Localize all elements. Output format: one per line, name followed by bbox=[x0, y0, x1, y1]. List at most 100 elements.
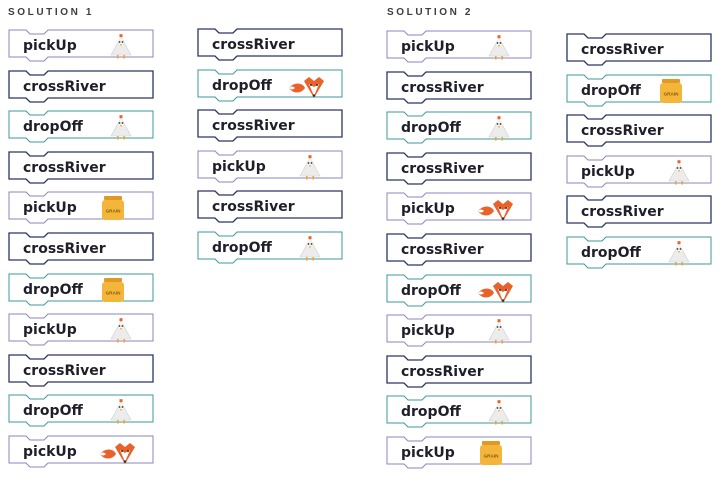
solution-2-column-1: pickUp crossRiver dropOff crossRiver pickUp c… bbox=[386, 30, 532, 477]
block-label: crossRiver bbox=[581, 123, 664, 140]
grain-label: GRAIN bbox=[106, 209, 121, 214]
chicken-cargo bbox=[295, 152, 325, 186]
block-label: crossRiver bbox=[23, 159, 106, 176]
block-dropOff[interactable]: dropOff bbox=[386, 274, 532, 310]
chicken-cargo bbox=[664, 157, 694, 191]
block-crossRiver[interactable]: crossRiver bbox=[386, 70, 532, 107]
block-pickUp[interactable]: pickUp bbox=[197, 150, 343, 186]
chicken-icon bbox=[110, 34, 132, 59]
block-label: dropOff bbox=[23, 119, 83, 136]
block-label: pickUp bbox=[23, 443, 77, 460]
block-label: crossRiver bbox=[401, 363, 484, 380]
chicken-icon bbox=[488, 116, 510, 141]
block-label: pickUp bbox=[581, 163, 635, 180]
block-crossRiver[interactable]: crossRiver bbox=[197, 109, 343, 145]
block-label: crossRiver bbox=[401, 160, 484, 177]
chicken-icon bbox=[488, 400, 510, 425]
block-dropOff[interactable]: dropOff bbox=[386, 395, 532, 431]
block-crossRiver[interactable]: crossRiver bbox=[8, 69, 154, 106]
grain-jar-icon: GRAIN bbox=[102, 196, 124, 221]
block-label: crossRiver bbox=[23, 240, 106, 257]
grain-jar-icon: GRAIN bbox=[102, 277, 124, 302]
chicken-cargo bbox=[106, 31, 136, 65]
block-label: pickUp bbox=[212, 158, 266, 175]
fox-cargo bbox=[476, 277, 516, 311]
block-crossRiver[interactable]: crossRiver bbox=[386, 355, 532, 391]
block-crossRiver[interactable]: crossRiver bbox=[386, 152, 532, 188]
grain-jar-icon: GRAIN bbox=[480, 440, 502, 465]
block-crossRiver[interactable]: crossRiver bbox=[386, 233, 532, 269]
block-label: dropOff bbox=[401, 120, 461, 137]
block-crossRiver[interactable]: crossRiver bbox=[566, 33, 712, 69]
chicken-icon bbox=[488, 319, 510, 344]
block-crossRiver[interactable]: crossRiver bbox=[8, 151, 154, 187]
block-label: dropOff bbox=[23, 403, 83, 420]
block-label: dropOff bbox=[581, 82, 641, 99]
block-pickUp[interactable]: pickUp bbox=[386, 314, 532, 350]
block-label: crossRiver bbox=[581, 42, 664, 58]
block-crossRiver[interactable]: crossRiver bbox=[8, 354, 154, 390]
chicken-cargo bbox=[484, 316, 514, 350]
block-label: pickUp bbox=[23, 38, 77, 54]
chicken-icon bbox=[110, 115, 132, 140]
block-label: dropOff bbox=[401, 404, 461, 421]
fox-cargo bbox=[476, 195, 516, 229]
block-label: dropOff bbox=[581, 244, 641, 261]
block-label: crossRiver bbox=[401, 241, 484, 258]
fox-cargo bbox=[287, 72, 327, 106]
chicken-cargo bbox=[484, 113, 514, 147]
block-pickUp[interactable]: pickUp bbox=[8, 313, 154, 349]
chicken-icon bbox=[110, 399, 132, 424]
block-label: crossRiver bbox=[212, 199, 295, 216]
chicken-icon bbox=[299, 154, 321, 180]
block-label: dropOff bbox=[212, 77, 272, 94]
chicken-icon bbox=[110, 318, 132, 343]
block-crossRiver[interactable]: crossRiver bbox=[197, 28, 343, 64]
block-label: pickUp bbox=[401, 39, 455, 55]
block-label: dropOff bbox=[23, 281, 83, 298]
block-pickUp[interactable]: pickUp GRAIN bbox=[386, 436, 532, 472]
chicken-cargo bbox=[106, 112, 136, 146]
chicken-cargo bbox=[484, 32, 514, 66]
chicken-cargo bbox=[106, 396, 136, 430]
block-label: crossRiver bbox=[23, 362, 106, 379]
block-label: crossRiver bbox=[212, 37, 295, 53]
solution-1-column-2: crossRiver dropOff crossRiver pickUp crossRi… bbox=[197, 28, 343, 272]
block-dropOff[interactable]: dropOff bbox=[197, 231, 343, 267]
grain-label: GRAIN bbox=[664, 91, 679, 96]
chicken-icon bbox=[488, 35, 510, 60]
block-dropOff[interactable]: dropOff bbox=[8, 110, 154, 146]
block-label: crossRiver bbox=[212, 118, 295, 135]
fox-icon bbox=[478, 200, 513, 222]
block-label: dropOff bbox=[212, 239, 272, 256]
block-pickUp[interactable]: pickUp bbox=[566, 155, 712, 191]
chicken-cargo bbox=[295, 233, 325, 267]
block-dropOff[interactable]: dropOff bbox=[386, 111, 532, 147]
block-label: dropOff bbox=[401, 282, 461, 299]
block-pickUp[interactable]: pickUp bbox=[8, 435, 154, 471]
block-dropOff[interactable]: dropOff GRAIN bbox=[8, 273, 154, 309]
solution-1-title: SOLUTION 1 bbox=[8, 7, 95, 18]
block-dropOff[interactable]: dropOff bbox=[566, 236, 712, 272]
block-crossRiver[interactable]: crossRiver bbox=[197, 190, 343, 226]
chicken-cargo bbox=[484, 397, 514, 431]
block-pickUp[interactable]: pickUp bbox=[386, 192, 532, 228]
block-dropOff[interactable]: dropOff bbox=[197, 69, 343, 105]
fox-icon bbox=[289, 76, 324, 98]
block-label: pickUp bbox=[23, 200, 77, 217]
grain-cargo: GRAIN bbox=[100, 194, 126, 226]
block-label: crossRiver bbox=[23, 78, 106, 95]
block-dropOff[interactable]: dropOff bbox=[8, 394, 154, 430]
block-pickUp[interactable]: pickUp bbox=[386, 30, 532, 66]
grain-cargo: GRAIN bbox=[658, 77, 684, 109]
block-label: pickUp bbox=[401, 444, 455, 461]
block-crossRiver[interactable]: crossRiver bbox=[566, 114, 712, 150]
fox-cargo bbox=[98, 438, 138, 472]
block-label: pickUp bbox=[23, 322, 77, 339]
block-crossRiver[interactable]: crossRiver bbox=[8, 232, 154, 268]
block-pickUp[interactable]: pickUp bbox=[8, 29, 154, 65]
block-crossRiver[interactable]: crossRiver bbox=[566, 195, 712, 231]
